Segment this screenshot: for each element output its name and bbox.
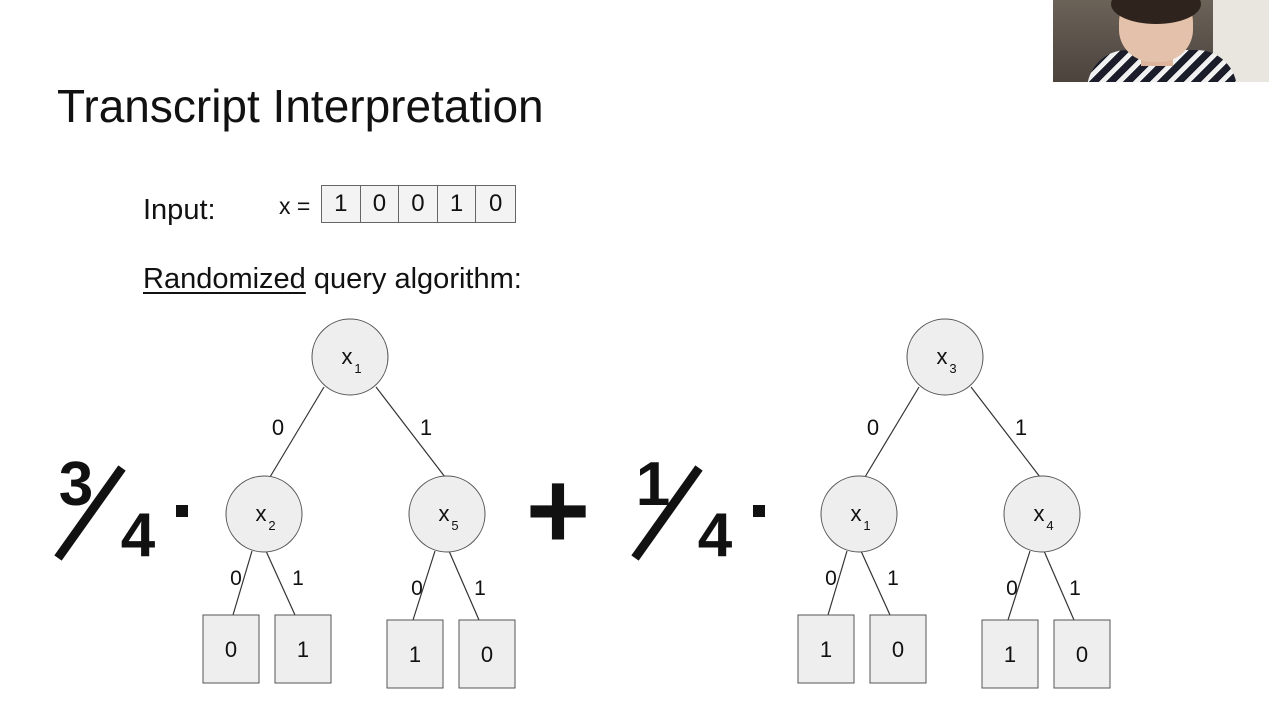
input-bit-array: 1 0 0 1 0 — [321, 185, 516, 223]
leaf-box-value: 1 — [1004, 642, 1016, 667]
multiply-dot — [753, 505, 765, 517]
weight-fraction-bar — [631, 465, 703, 561]
leaf-box-value: 1 — [820, 637, 832, 662]
edge-left-right — [860, 550, 891, 616]
leaf-box — [274, 614, 332, 684]
left-node — [820, 475, 898, 553]
left-node-var: x — [851, 501, 862, 526]
left-node-sub: 1 — [863, 518, 870, 533]
weight-denominator: 4 — [698, 501, 733, 570]
plus-sign: + — [526, 449, 590, 572]
leaf-box — [1053, 619, 1111, 689]
left-node — [225, 475, 303, 553]
edge-label: 0 — [825, 567, 837, 590]
multiply-dot — [176, 505, 188, 517]
bit-cell: 1 — [437, 186, 477, 222]
edge-left-left — [232, 550, 253, 616]
edge-label: 0 — [272, 415, 284, 440]
edge-label: 0 — [867, 415, 879, 440]
edge-label: 1 — [887, 567, 899, 590]
algorithm-label-rest: query algorithm: — [305, 263, 522, 295]
leaf-box-value: 1 — [297, 637, 309, 662]
root-node-sub: 3 — [949, 361, 956, 376]
edge-root-left — [269, 386, 325, 478]
edge-label: 0 — [230, 567, 242, 590]
edge-right-left — [1007, 550, 1031, 621]
leaf-box-value: 0 — [225, 637, 237, 662]
left-node-var: x — [256, 501, 267, 526]
right-node-sub: 5 — [451, 518, 458, 533]
leaf-box — [202, 614, 260, 684]
edge-left-left — [827, 550, 848, 616]
root-node-var: x — [937, 344, 948, 369]
weight-fraction-bar — [54, 465, 126, 561]
root-node — [311, 318, 389, 396]
edge-root-right — [375, 386, 446, 478]
weight-numerator: 3 — [59, 450, 93, 519]
leaf-box-value: 0 — [892, 637, 904, 662]
bit-cell: 1 — [322, 186, 361, 222]
leaf-box — [797, 614, 855, 684]
edge-label: 0 — [411, 577, 423, 600]
right-node-sub: 4 — [1046, 518, 1053, 533]
bit-cell: 0 — [360, 186, 400, 222]
root-node — [906, 318, 984, 396]
edge-root-left — [864, 386, 920, 478]
leaf-box-value: 0 — [481, 642, 493, 667]
leaf-box — [869, 614, 927, 684]
root-node-sub: 1 — [354, 361, 361, 376]
right-node-var: x — [439, 501, 450, 526]
leaf-box-value: 1 — [409, 642, 421, 667]
edge-root-right — [970, 386, 1041, 478]
bit-cell: 0 — [399, 186, 438, 222]
left-node-sub: 2 — [268, 518, 275, 533]
leaf-box — [981, 619, 1039, 689]
edge-right-right — [448, 550, 480, 621]
algorithm-label: Randomized query algorithm: — [143, 261, 522, 297]
edge-left-right — [265, 550, 296, 616]
leaf-box — [386, 619, 444, 689]
edge-right-right — [1043, 550, 1075, 621]
root-node-var: x — [342, 344, 353, 369]
edge-right-left — [412, 550, 436, 621]
weight-denominator: 4 — [121, 501, 156, 570]
edge-label: 1 — [420, 415, 432, 440]
right-node-var: x — [1034, 501, 1045, 526]
algorithm-label-underlined: Randomized — [143, 263, 306, 295]
edge-label: 1 — [1069, 577, 1081, 600]
x-equals-label: x = — [279, 193, 311, 219]
webcam-video-overlay — [1053, 0, 1269, 82]
input-label: Input: — [143, 194, 216, 226]
edge-label: 0 — [1006, 577, 1018, 600]
weight-numerator: 1 — [636, 450, 670, 519]
edge-label: 1 — [474, 577, 486, 600]
leaf-box — [458, 619, 516, 689]
leaf-box-value: 0 — [1076, 642, 1088, 667]
right-node — [408, 475, 486, 553]
right-node — [1003, 475, 1081, 553]
edge-label: 1 — [292, 567, 304, 590]
bit-cell: 0 — [476, 186, 515, 222]
slide-title: Transcript Interpretation — [57, 80, 544, 132]
edge-label: 1 — [1015, 415, 1027, 440]
